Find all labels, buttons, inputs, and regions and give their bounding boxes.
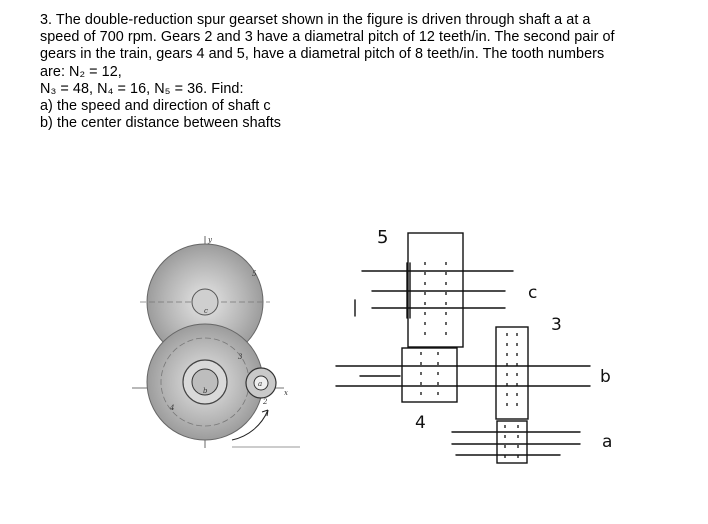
problem-statement: 3. The double-reduction spur gearset sho…: [40, 12, 680, 132]
label-gear-2: 2: [262, 398, 268, 406]
problem-line: speed of 700 rpm. Gears 2 and 3 have a d…: [40, 29, 615, 46]
gear-layout-drawing: [132, 236, 300, 448]
problem-line: are: N₂ = 12,: [40, 63, 122, 80]
shaft-a-hub: [253, 375, 269, 391]
sketch-label-shaft-a: a: [602, 432, 612, 452]
label-y-axis: y: [207, 236, 213, 244]
label-gear-3: 3: [238, 353, 243, 361]
label-shaft-b: b: [203, 387, 208, 395]
label-gear-4: 4: [169, 404, 174, 412]
label-x-axis: x: [284, 389, 288, 397]
rotation-arrow: [231, 409, 269, 441]
sketch-label-shaft-b: b: [600, 367, 611, 387]
problem-line: a) the speed and direction of shaft c: [40, 98, 271, 115]
sketch-gear-5: [407, 232, 464, 348]
problem-line: b) the center distance between shafts: [40, 115, 282, 132]
sketch-gear-4: [401, 347, 458, 403]
sketch-gear-3: [495, 326, 529, 420]
sketch-label-gear-4: 4: [415, 413, 426, 433]
sketch-gear-2: [496, 420, 528, 464]
sketch-label-gear-5: 5: [377, 227, 388, 248]
problem-line: 3. The double-reduction spur gearset sho…: [40, 12, 591, 28]
sketch-label-gear-3: 3: [551, 315, 562, 335]
label-shaft-c: c: [204, 307, 208, 315]
shaft-b-hub: [191, 368, 219, 396]
shaft-c-hub: [191, 288, 219, 316]
label-gear-5: 5: [252, 270, 257, 278]
sketch-label-shaft-c: c: [528, 283, 537, 303]
side-view-sketch: [335, 232, 591, 464]
problem-line: gears in the train, gears 4 and 5, have …: [40, 46, 605, 63]
problem-line: N₃ = 48, N₄ = 16, N₅ = 36. Find:: [40, 80, 244, 97]
label-shaft-a: a: [258, 380, 262, 388]
